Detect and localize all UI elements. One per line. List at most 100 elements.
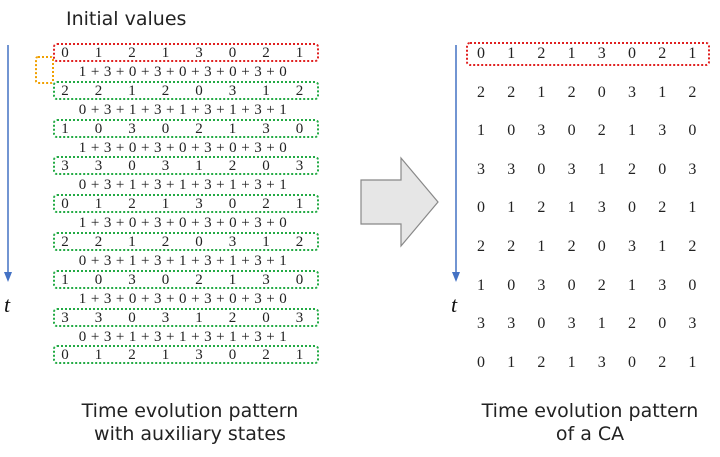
- state-cell: 2: [94, 82, 103, 99]
- state-cell: 2: [295, 82, 304, 99]
- state-cell: 0: [128, 309, 136, 326]
- ca-cell: 0: [567, 276, 576, 294]
- ca-cell: 0: [658, 315, 667, 333]
- ca-cell: 0: [628, 199, 636, 217]
- state-cell: 1: [128, 234, 136, 250]
- state-row-box: [53, 269, 319, 289]
- ca-cell: 1: [688, 199, 697, 217]
- right-time-label: t: [451, 292, 458, 317]
- state-cell: 2: [61, 234, 69, 250]
- initial-values-box: [53, 43, 319, 62]
- state-cell: 2: [128, 45, 136, 61]
- ca-cell: 2: [688, 238, 697, 255]
- left-caption: Time evolution pattern with auxiliary st…: [40, 400, 340, 446]
- state-cell: 1: [295, 45, 304, 61]
- state-cell: 2: [195, 271, 203, 288]
- right-caption-line1: Time evolution pattern: [481, 400, 699, 422]
- state-cell: 2: [128, 196, 136, 213]
- ca-cell: 1: [597, 315, 606, 333]
- state-cell: 3: [228, 234, 237, 250]
- ca-cell: 3: [628, 83, 636, 101]
- ca-cell: 1: [507, 199, 516, 217]
- ca-cell: 3: [597, 199, 606, 217]
- state-cell: 3: [61, 309, 69, 326]
- ca-cell: 3: [688, 160, 697, 178]
- ca-cell: 1: [628, 122, 636, 140]
- auxiliary-row: 1 + 3 + 0 + 3 + 0 + 3 + 0 + 3 + 0: [78, 215, 288, 232]
- ca-cell: 1: [537, 238, 546, 255]
- transform-block-arrow: [360, 156, 439, 248]
- state-cell: 1: [61, 120, 69, 137]
- state-cell: 1: [128, 82, 136, 99]
- ca-cell: 1: [628, 276, 636, 294]
- ca-cell: 0: [507, 276, 516, 294]
- state-cell: 2: [228, 309, 237, 326]
- ca-cell: 2: [658, 45, 667, 62]
- ca-cell: 0: [688, 276, 697, 294]
- ca-cell: 3: [658, 122, 667, 140]
- state-cell: 3: [128, 271, 136, 288]
- state-cell: 0: [295, 271, 304, 288]
- state-cell: 1: [61, 271, 69, 288]
- state-cell: 3: [295, 309, 304, 326]
- state-row-box: [53, 156, 319, 176]
- state-cell: 3: [295, 158, 304, 175]
- state-cell: 0: [61, 45, 69, 61]
- ca-cell: 2: [567, 83, 576, 101]
- state-row-box: [53, 307, 319, 327]
- state-cell: 3: [195, 347, 203, 364]
- state-cell: 1: [94, 196, 103, 213]
- state-cell: 0: [195, 82, 203, 99]
- state-cell: 3: [94, 158, 103, 175]
- right-time-arrow-head: [452, 272, 460, 282]
- state-cell: 0: [128, 158, 136, 175]
- ca-cell: 0: [507, 122, 516, 140]
- state-row-box: [53, 194, 319, 214]
- state-cell: 2: [262, 347, 270, 364]
- state-cell: 3: [195, 196, 203, 213]
- state-cell: 3: [94, 309, 103, 326]
- state-cell: 0: [228, 45, 237, 61]
- left-time-label: t: [4, 292, 11, 317]
- state-row-box: [53, 232, 319, 251]
- ca-cell: 0: [628, 353, 636, 371]
- state-cell: 2: [161, 82, 170, 99]
- state-cell: 0: [262, 158, 270, 175]
- ca-cell: 1: [477, 122, 485, 140]
- ca-cell: 2: [597, 276, 606, 294]
- right-caption-line2: of a CA: [555, 423, 625, 445]
- state-cell: 2: [128, 347, 136, 364]
- auxiliary-row: 0 + 3 + 1 + 3 + 1 + 3 + 1 + 3 + 1: [78, 101, 288, 118]
- state-cell: 3: [262, 271, 270, 288]
- ca-cell: 0: [477, 45, 485, 62]
- state-cell: 2: [61, 82, 69, 99]
- ca-cell: 2: [658, 353, 667, 371]
- ca-cell: 2: [477, 238, 485, 255]
- auxiliary-row: 1 + 3 + 0 + 3 + 0 + 3 + 0 + 3 + 0: [78, 63, 288, 80]
- auxiliary-row: 1 + 3 + 0 + 3 + 0 + 3 + 0 + 3 + 0: [78, 290, 288, 307]
- ca-cell: 3: [507, 160, 516, 178]
- ca-cell: 0: [477, 199, 485, 217]
- state-cell: 2: [228, 158, 237, 175]
- ca-cell: 2: [628, 315, 636, 333]
- ca-cell: 0: [688, 122, 697, 140]
- ca-cell: 0: [658, 160, 667, 178]
- state-cell: 0: [161, 120, 170, 137]
- ca-cell: 3: [658, 276, 667, 294]
- state-cell: 0: [195, 234, 203, 250]
- ca-cell: 1: [537, 83, 546, 101]
- ca-cell: 3: [507, 315, 516, 333]
- state-cell: 3: [128, 120, 136, 137]
- state-cell: 1: [295, 347, 304, 364]
- ca-cell: 3: [688, 315, 697, 333]
- ca-cell: 1: [658, 83, 667, 101]
- initial-values-heading: Initial values: [66, 8, 187, 30]
- state-cell: 3: [228, 82, 237, 99]
- ca-cell: 3: [477, 315, 485, 333]
- ca-cell: 3: [537, 122, 546, 140]
- state-row-box: [53, 345, 319, 365]
- auxiliary-highlight-box: [35, 55, 54, 84]
- state-cell: 0: [228, 196, 237, 213]
